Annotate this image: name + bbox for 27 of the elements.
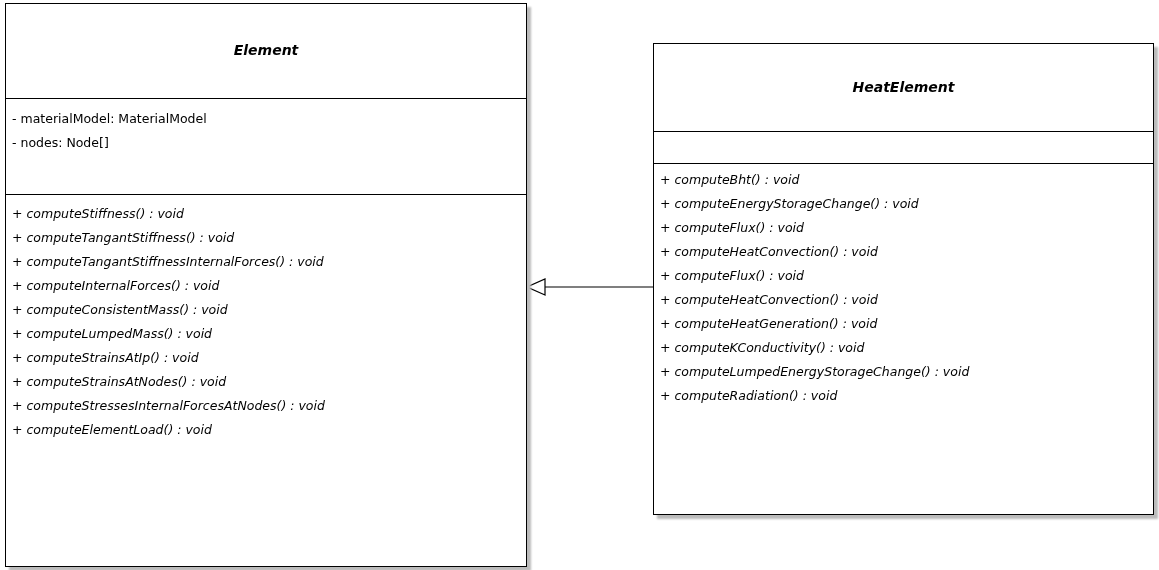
operation-text: + computeHeatGeneration() : void	[659, 315, 878, 333]
operation-text: + computeStressesInternalForcesAtNodes() : void	[11, 397, 325, 415]
attribute-text: - nodes: Node[]	[11, 134, 109, 152]
operation-text: + computeTangantStiffnessInternalForces() : void	[11, 253, 324, 271]
operation-text: + computeRadiation() : void	[659, 387, 838, 405]
operation-text: + computeFlux() : void	[659, 219, 804, 237]
operation-text: + computeKConductivity() : void	[659, 339, 865, 357]
operation-text: + computeHeatConvection() : void	[659, 291, 878, 309]
operation-text: + computeStrainsAtNodes() : void	[11, 373, 227, 391]
operation-text: + computeInternalForces() : void	[11, 277, 220, 295]
operation-text: + computeElementLoad() : void	[11, 421, 212, 439]
operation-text: + computeHeatConvection() : void	[659, 243, 878, 261]
class-name: Element	[232, 42, 300, 58]
operation-text: + computeLumpedEnergyStorageChange() : void	[659, 363, 970, 381]
operation-text: + computeStiffness() : void	[11, 205, 184, 223]
operation-text: + computeFlux() : void	[659, 267, 804, 285]
operation-text: + computeLumpedMass() : void	[11, 325, 213, 343]
class-name: HeatElement	[851, 78, 956, 95]
generalization-arrow	[526, 278, 654, 296]
operation-text: + computeTangantStiffness() : void	[11, 229, 235, 247]
class-box	[653, 43, 1154, 515]
operation-text: + computeEnergyStorageChange() : void	[659, 195, 919, 213]
class-box	[5, 3, 527, 567]
operation-text: + computeBht() : void	[659, 171, 800, 189]
attribute-text: - materialModel: MaterialModel	[11, 110, 207, 128]
operation-text: + computeConsistentMass() : void	[11, 301, 228, 319]
operation-text: + computeStrainsAtIp() : void	[11, 349, 199, 367]
